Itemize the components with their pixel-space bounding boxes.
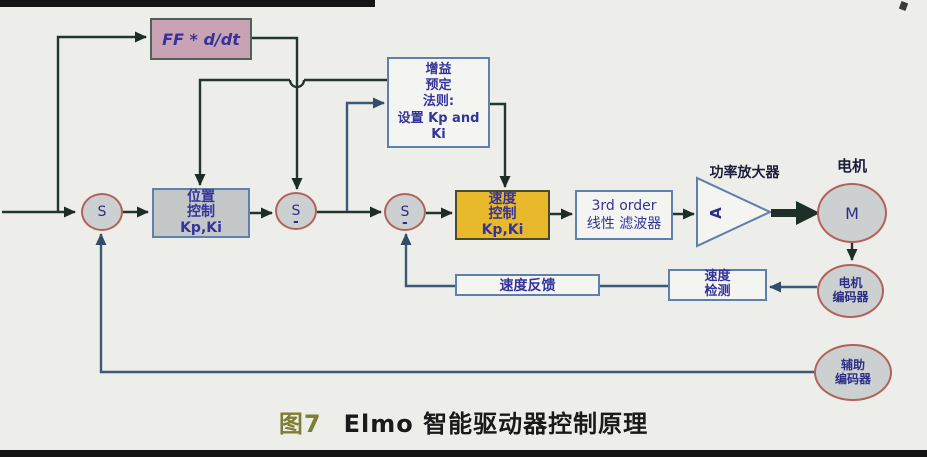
power-amplifier-label: 功率放大器 [709,165,780,181]
speed-controller-block: 速度 控制 Kp,Ki [455,190,550,240]
speed-feedback-block: 速度反馈 [455,274,600,296]
figure-number: 图7 [278,410,322,438]
wire-hop [288,79,306,89]
sum3-minus-sign: - [401,215,408,231]
sum3-symbol: S [400,204,410,220]
summing-junction-2: S - [275,192,317,230]
motor-encoder-block: 电机 编码器 [817,264,884,318]
feedforward-block: FF * d/dt [150,18,252,60]
position-controller-block: 位置 控制 Kp,Ki [152,188,250,238]
summing-junction-3: S - [384,193,426,231]
sum2-symbol: S [291,203,301,219]
speed-detection-block: 速度 检测 [668,269,767,301]
wire-aux-to-sum1 [95,233,814,374]
wire-input-to-feedforward [56,31,147,212]
linear-filter-block: 3rd order 线性 滤波器 [575,190,673,240]
motor-label: 电机 [836,157,867,175]
wire-gain-to-position [194,78,290,186]
thick-arrow-head [796,201,820,225]
motor-block: M [817,183,887,243]
amplifier-triangle [696,176,773,248]
scan-edge-bottom [0,450,927,457]
amplifier-symbol: A [707,207,725,219]
scan-edge-top [0,0,375,7]
aux-encoder-block: 辅助 编码器 [814,344,892,401]
sum2-minus-sign: - [292,214,299,230]
wire-gain-to-speedctrl [490,102,511,188]
figure-caption: 图7 Elmo 智能驱动器控制原理 [0,404,927,439]
sum1-symbol: S [97,204,107,220]
wire-feedforward-to-sum2 [252,36,303,190]
summing-junction-1: S [81,193,123,231]
figure-title: Elmo 智能驱动器控制原理 [343,410,649,438]
gain-scheduler-block: 增益 预定 法则: 设置 Kp and Ki [387,57,490,148]
wire-tap-to-gain [345,97,385,211]
